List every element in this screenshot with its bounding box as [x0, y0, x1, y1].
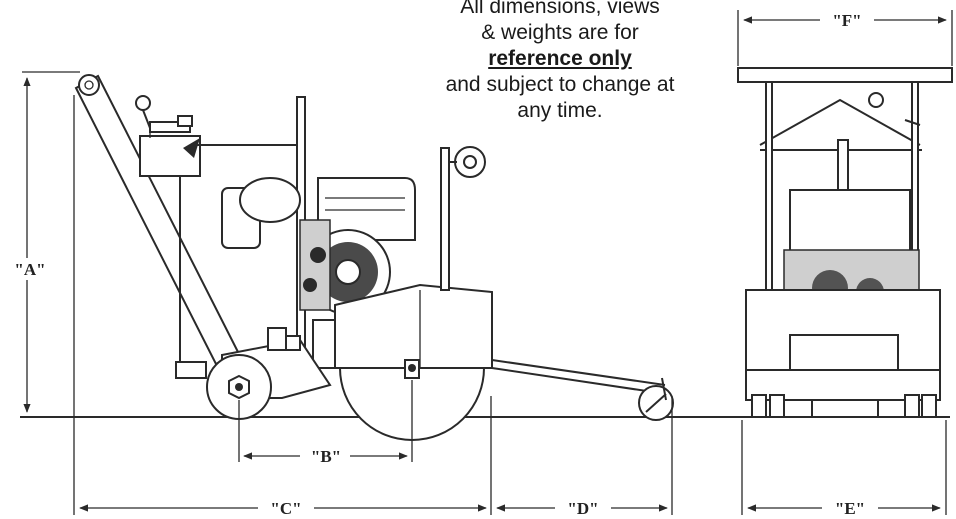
- control-knob: [135, 95, 151, 111]
- control-panel: [139, 135, 201, 177]
- note-emphasis: reference only: [488, 47, 632, 70]
- dimension-b-label: "B": [311, 447, 341, 466]
- front-view: [737, 67, 953, 418]
- front-handle-bar: [737, 67, 953, 83]
- side-view: [74, 74, 674, 441]
- dimension-d-label: "D": [567, 499, 598, 518]
- dimension-c: "C": [73, 95, 492, 518]
- dimension-c-label: "C": [270, 499, 301, 518]
- dimension-e-label: "E": [835, 499, 865, 518]
- handle-grip: [78, 74, 100, 96]
- dimension-d: "D": [496, 396, 673, 518]
- reference-note: All dimensions, views & weights are for …: [395, 0, 725, 124]
- note-line-1: All dimensions, views: [460, 0, 660, 18]
- dimension-a: "A": [8, 71, 80, 413]
- handle-bar: [74, 74, 240, 366]
- note-line-3: and subject to change at: [445, 73, 675, 96]
- note-line-4: any time.: [517, 99, 603, 122]
- dimension-e: "E": [741, 420, 947, 518]
- pointer-arm: [491, 359, 666, 386]
- dimension-a-label: "A": [14, 260, 45, 279]
- dimension-f: "F": [737, 9, 953, 66]
- note-line-2: & weights are for: [481, 21, 639, 44]
- dimension-b: "B": [238, 380, 413, 466]
- pointer-post: [440, 147, 450, 291]
- dimension-f-label: "F": [832, 11, 861, 30]
